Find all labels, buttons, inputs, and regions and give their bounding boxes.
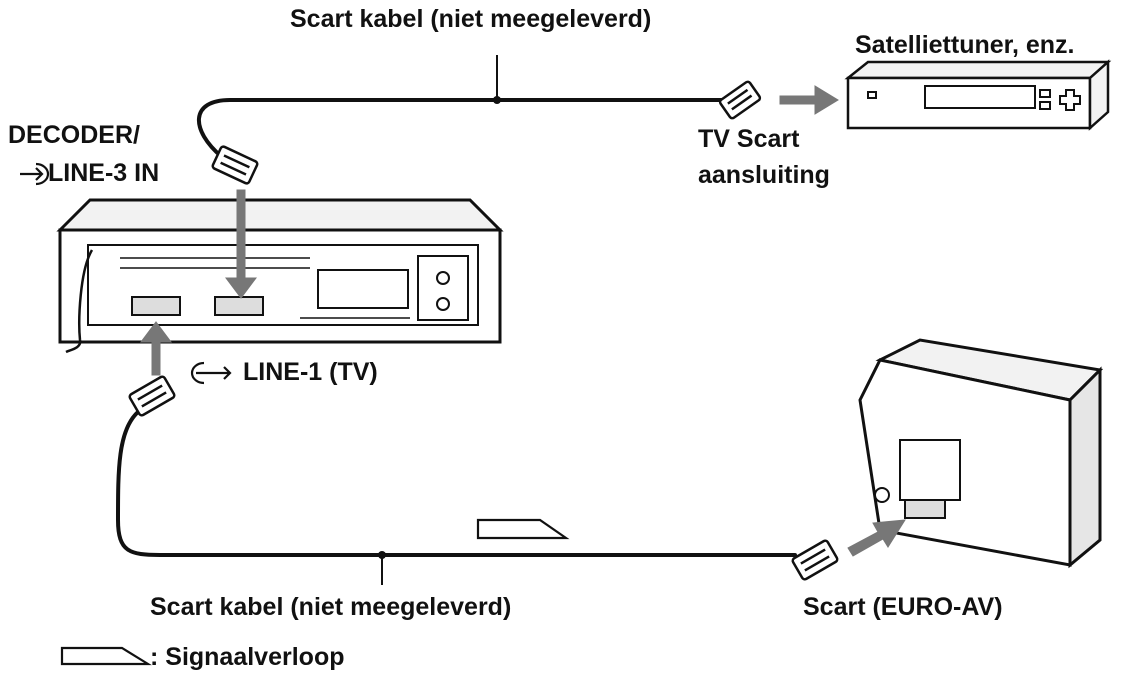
bottom-cable-label: Scart kabel (niet meegeleverd) bbox=[150, 593, 512, 621]
euro-av-label: Scart (EURO-AV) bbox=[803, 593, 1003, 621]
legend-label: : Signaalverloop bbox=[150, 643, 345, 671]
top-scart-cable bbox=[196, 98, 727, 159]
line1-socket bbox=[131, 296, 181, 316]
arrow-to-line3 bbox=[225, 189, 257, 299]
signal-flow-arrow bbox=[476, 518, 570, 540]
line-in-icon bbox=[20, 162, 50, 186]
arrow-to-tv bbox=[847, 519, 906, 557]
bottom-scart-cable bbox=[116, 410, 797, 557]
television bbox=[858, 338, 1104, 569]
legend-arrow-icon bbox=[60, 646, 152, 666]
top-cable-label: Scart kabel (niet meegeleverd) bbox=[290, 5, 652, 33]
scart-plug-tv bbox=[791, 539, 839, 581]
scart-plug-line1 bbox=[128, 375, 176, 417]
tv-scart-label-2: aansluiting bbox=[698, 161, 830, 189]
vcr-rear-panel bbox=[56, 198, 504, 354]
scart-plug-decoder bbox=[211, 145, 259, 185]
tv-scart-socket bbox=[904, 499, 946, 519]
line-out-icon bbox=[190, 361, 232, 385]
satellite-tuner-label: Satelliettuner, enz. bbox=[855, 31, 1075, 59]
decoder-label: DECODER/ bbox=[8, 121, 140, 149]
line1-tv-label: LINE-1 (TV) bbox=[243, 358, 378, 386]
arrow-to-tuner bbox=[779, 85, 839, 115]
satellite-tuner bbox=[844, 59, 1112, 131]
arrow-from-line1 bbox=[140, 321, 172, 376]
scart-plug-tuner bbox=[718, 80, 762, 120]
line3-in-label: LINE-3 IN bbox=[48, 159, 160, 187]
tv-scart-label-1: TV Scart bbox=[698, 125, 800, 153]
line3-socket bbox=[214, 296, 264, 316]
